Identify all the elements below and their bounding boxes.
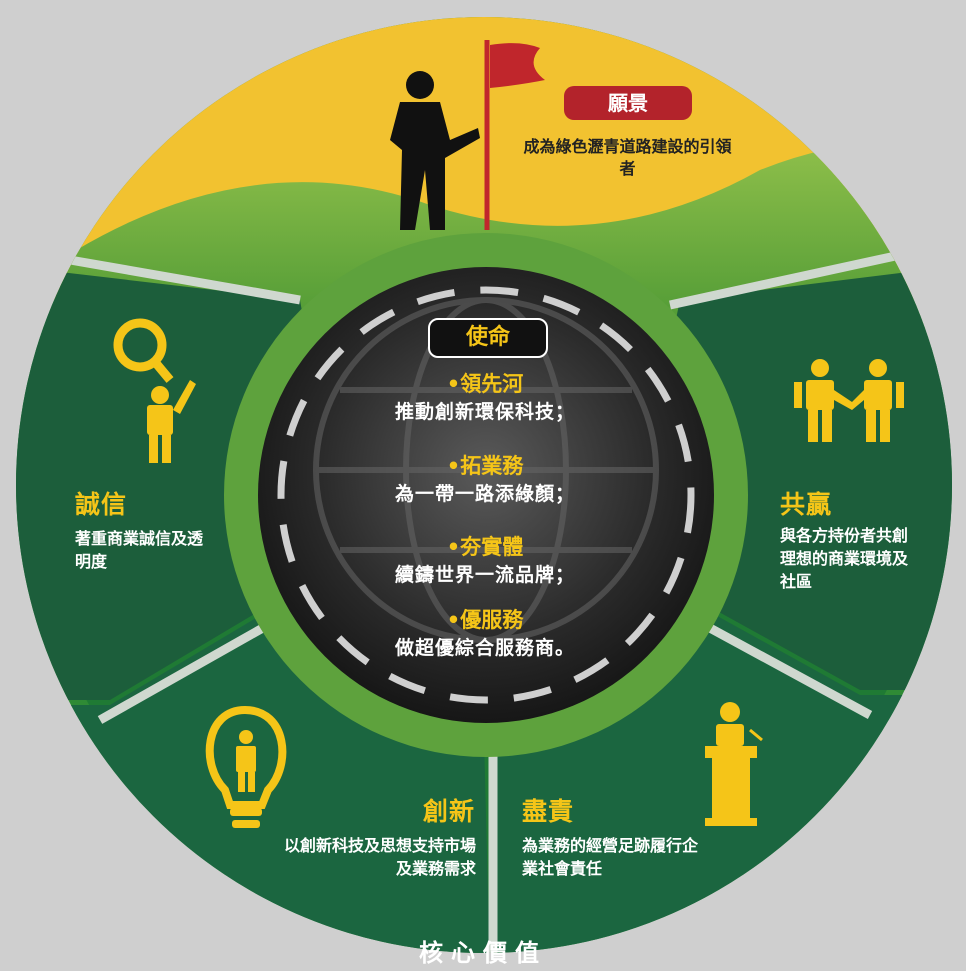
mission-item-body: 續鑄世界一流品牌； — [394, 564, 575, 586]
magnifier-person-icon — [113, 318, 196, 463]
mission-item-body: 推動創新環保科技； — [394, 401, 575, 423]
integrity-text: 著重商業誠信及透明度 — [75, 529, 204, 571]
responsibility-text: 為業務的經營足跡履行企業社會責任 — [522, 836, 699, 878]
vision-badge: 願景 — [564, 86, 692, 120]
win-win-title: 共贏 — [780, 490, 833, 519]
mission-badge: 使命 — [428, 318, 548, 358]
vision-text: 成為綠色瀝青道路建設的引領者 — [523, 137, 732, 178]
mission-item-body: 為一帶一路添綠顏； — [394, 483, 575, 505]
mission-item: •領先河 推動創新環保科技； — [338, 370, 632, 426]
mission-item-body: 做超優綜合服務商。 — [394, 637, 575, 659]
core-values-label: 核心價值 — [419, 938, 547, 967]
lightbulb-person-icon — [205, 705, 287, 828]
integrity-title: 誠信 — [75, 490, 128, 519]
road-markings — [277, 286, 695, 704]
vision-figure-icon — [390, 40, 545, 230]
mission-item-head: •拓業務 — [446, 454, 524, 478]
mission-item-head: •領先河 — [446, 372, 524, 396]
mission-item: •拓業務 為一帶一路添綠顏； — [338, 452, 632, 508]
mission-item: •優服務 做超優綜合服務商。 — [338, 606, 632, 662]
mission-item-head: •優服務 — [446, 608, 524, 632]
mission-item: •夯實體 續鑄世界一流品牌； — [338, 533, 632, 589]
handshake-icon — [794, 359, 904, 442]
mission-item-head: •夯實體 — [446, 535, 524, 559]
innovation-title: 創新 — [422, 797, 475, 826]
road-circle — [258, 267, 714, 723]
win-win-text: 與各方持份者共創理想的商業環境及社區 — [780, 526, 909, 591]
podium-speaker-icon — [705, 702, 763, 826]
innovation-text: 以創新科技及思想支持市場及業務需求 — [283, 836, 476, 878]
responsibility-title: 盡責 — [522, 797, 575, 826]
globe-watermark — [313, 297, 659, 643]
